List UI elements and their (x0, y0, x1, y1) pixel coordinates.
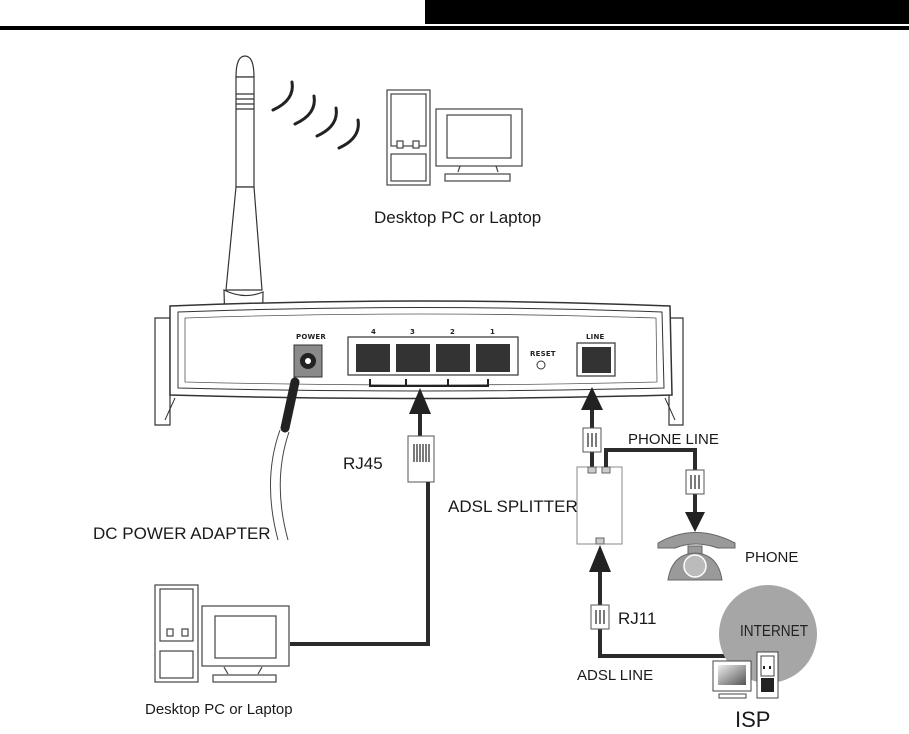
phone-line-label: PHONE LINE (628, 431, 719, 448)
lan-port-4-label: 4 (371, 328, 377, 336)
rj45-cable (290, 388, 435, 646)
phone-icon (657, 532, 736, 581)
internet-cloud-icon (719, 585, 817, 683)
isp-label: ISP (735, 707, 771, 732)
rj45-label: RJ45 (343, 454, 383, 473)
top-pc-label: Desktop PC or Laptop (374, 208, 542, 227)
lan-port-1-label: 1 (490, 328, 496, 336)
rj11-label: RJ11 (618, 609, 657, 628)
isp-server-icon (712, 651, 779, 699)
header-rule (0, 26, 909, 30)
power-port-label: POWER (296, 333, 326, 341)
adsl-splitter-device (576, 466, 623, 545)
lan-port-3-label: 3 (410, 328, 416, 336)
adsl-line-cable (589, 545, 728, 658)
phone-line-cable (604, 448, 705, 532)
header-bar (425, 0, 909, 24)
adsl-splitter-label: ADSL SPLITTER (448, 497, 578, 516)
internet-label: INTERNET (740, 623, 808, 640)
lan-port-2-label: 2 (450, 328, 456, 336)
reset-label: RESET (530, 350, 556, 358)
adsl-line-label: ADSL LINE (577, 667, 654, 684)
dc-power-cable (269, 377, 300, 541)
desktop-pc-icon-bottom (154, 584, 290, 683)
line-port-label: LINE (586, 333, 605, 341)
router (154, 300, 684, 426)
line-cable (581, 387, 603, 470)
desktop-pc-icon-top (386, 89, 523, 186)
phone-label: PHONE (745, 549, 799, 566)
dc-power-adapter-label: DC POWER ADAPTER (93, 524, 271, 543)
wireless-signal-icon (271, 80, 360, 150)
bottom-pc-label: Desktop PC or Laptop (145, 701, 293, 718)
